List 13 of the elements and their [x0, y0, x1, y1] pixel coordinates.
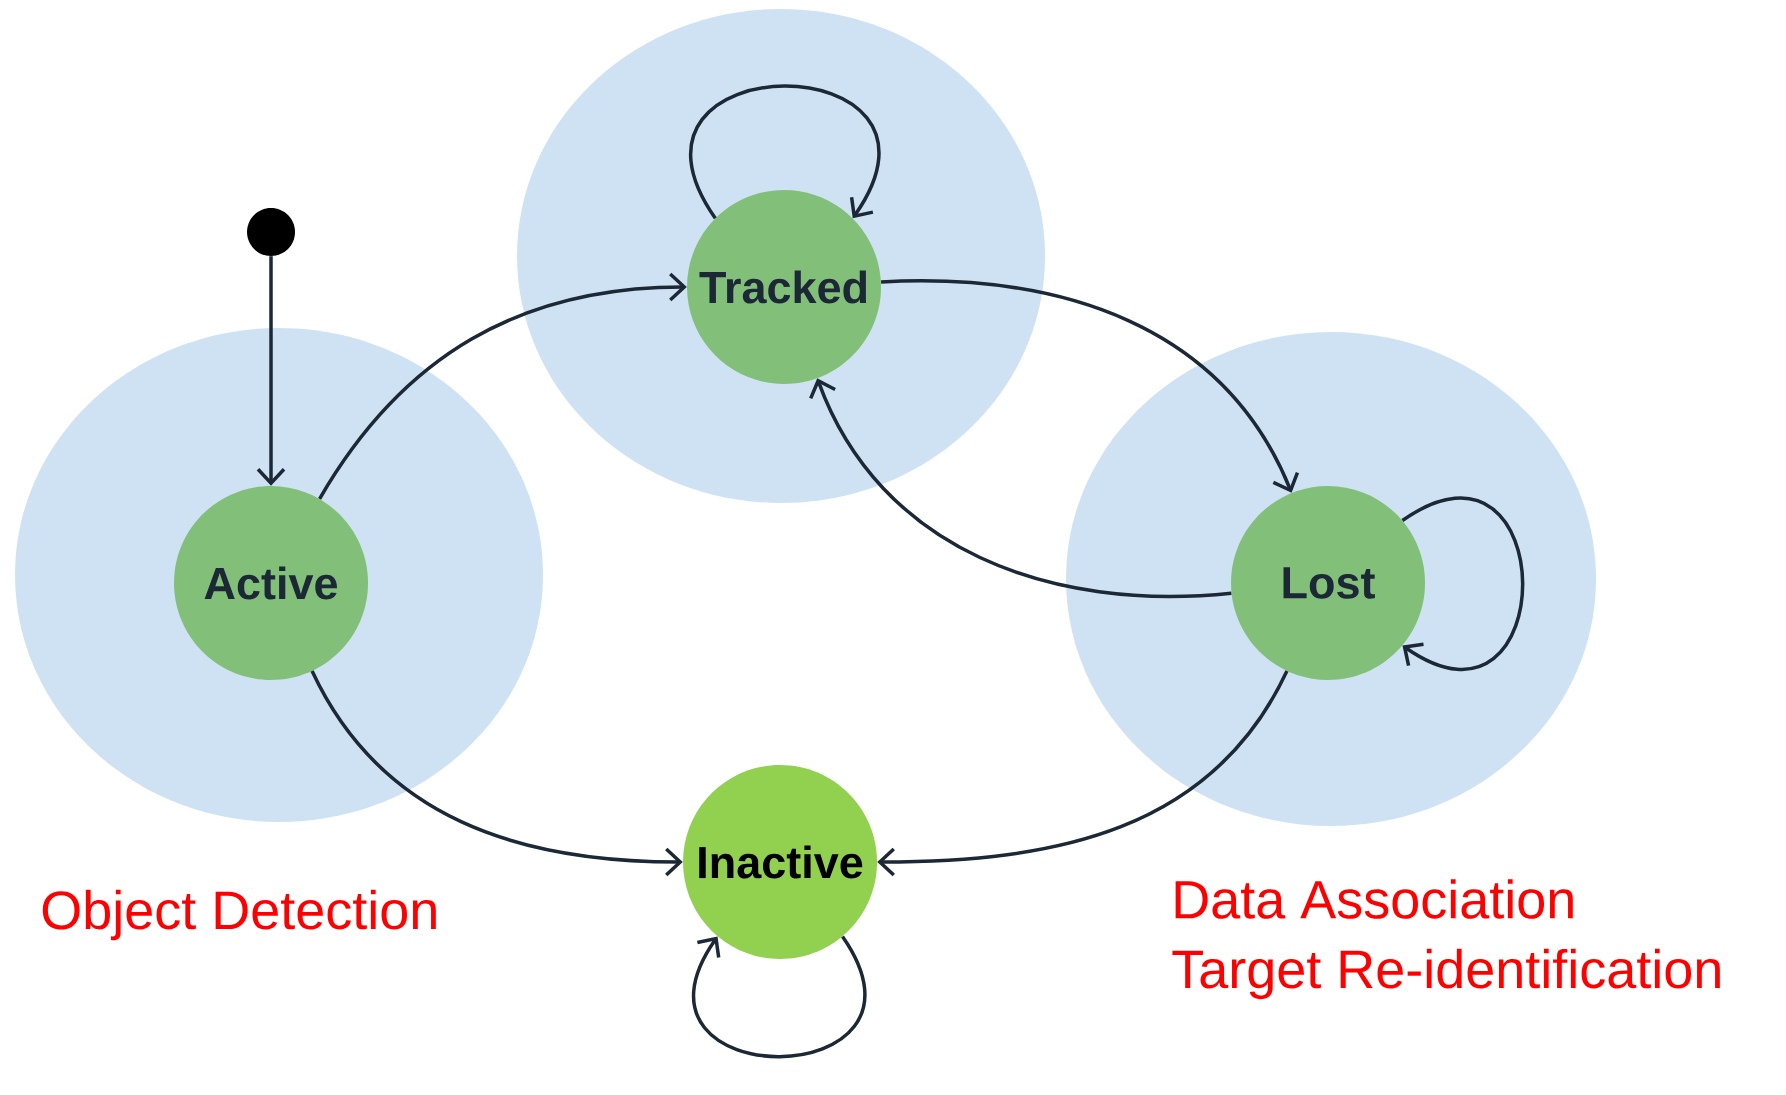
arrow [877, 670, 1289, 877]
arrow [692, 935, 866, 1059]
arrow [809, 378, 1232, 598]
region-label: Target Re-identification [1172, 948, 1720, 1000]
arrow [881, 279, 1300, 493]
region-label: Object Detection [42, 889, 436, 941]
arrow [256, 256, 286, 486]
arrow [310, 670, 683, 877]
region-label: Data Association [1175, 879, 1573, 919]
arrow [318, 272, 687, 500]
arrow [1401, 497, 1525, 671]
arrow [689, 84, 880, 220]
start-dot [247, 208, 295, 256]
